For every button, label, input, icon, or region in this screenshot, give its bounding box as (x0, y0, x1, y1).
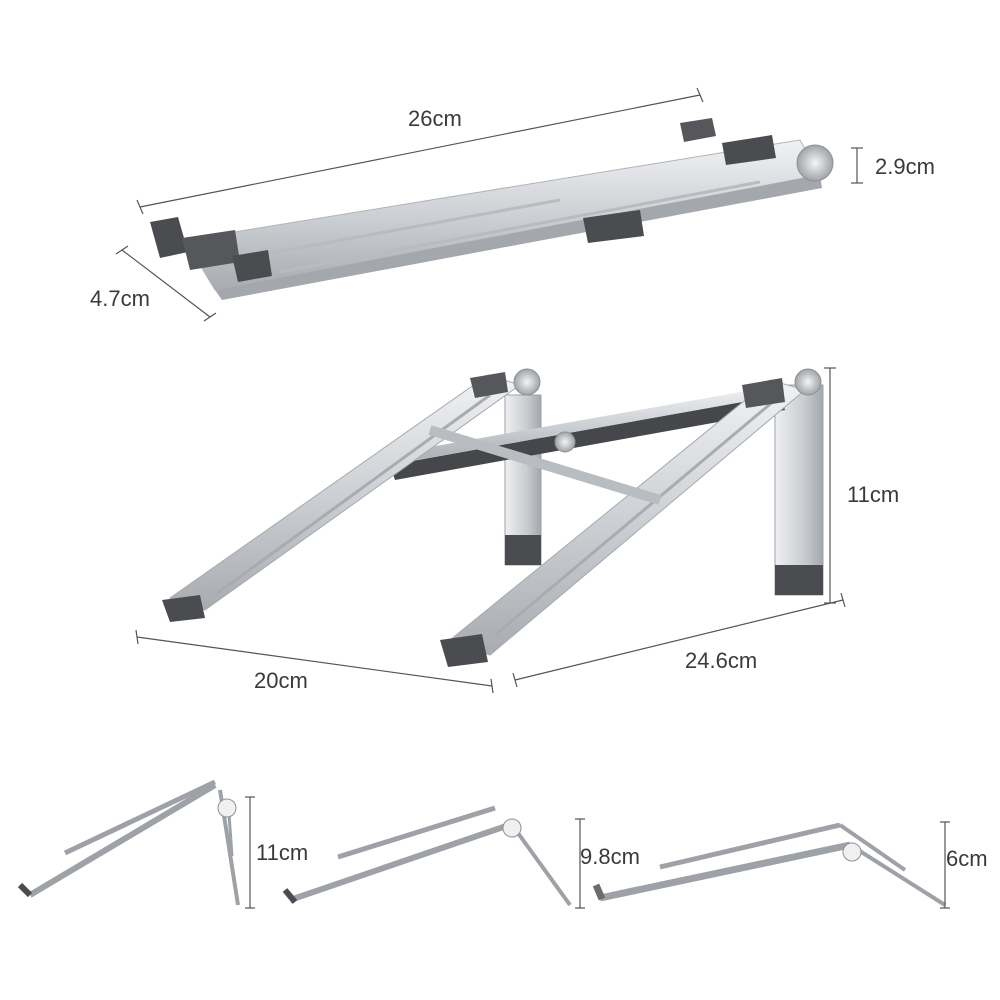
position-high (17, 779, 240, 906)
open-depth-label: 20cm (254, 668, 308, 693)
open-length-label: 24.6cm (685, 648, 758, 673)
position-dimension-lines (245, 796, 950, 909)
open-dimension-lines (135, 367, 846, 694)
folded-height-label: 2.9cm (875, 154, 935, 179)
position-low-label: 6cm (946, 846, 988, 871)
folded-dimension-lines (115, 87, 863, 322)
position-low (592, 822, 947, 907)
folded-stand (150, 118, 834, 300)
folded-width-label: 4.7cm (90, 286, 150, 311)
position-mid-label: 9.8cm (580, 844, 640, 869)
open-stand (162, 368, 824, 667)
folded-length-label: 26cm (408, 106, 462, 131)
position-high-label: 11cm (256, 840, 309, 865)
open-height-label: 11cm (847, 482, 900, 507)
position-mid (282, 805, 572, 907)
